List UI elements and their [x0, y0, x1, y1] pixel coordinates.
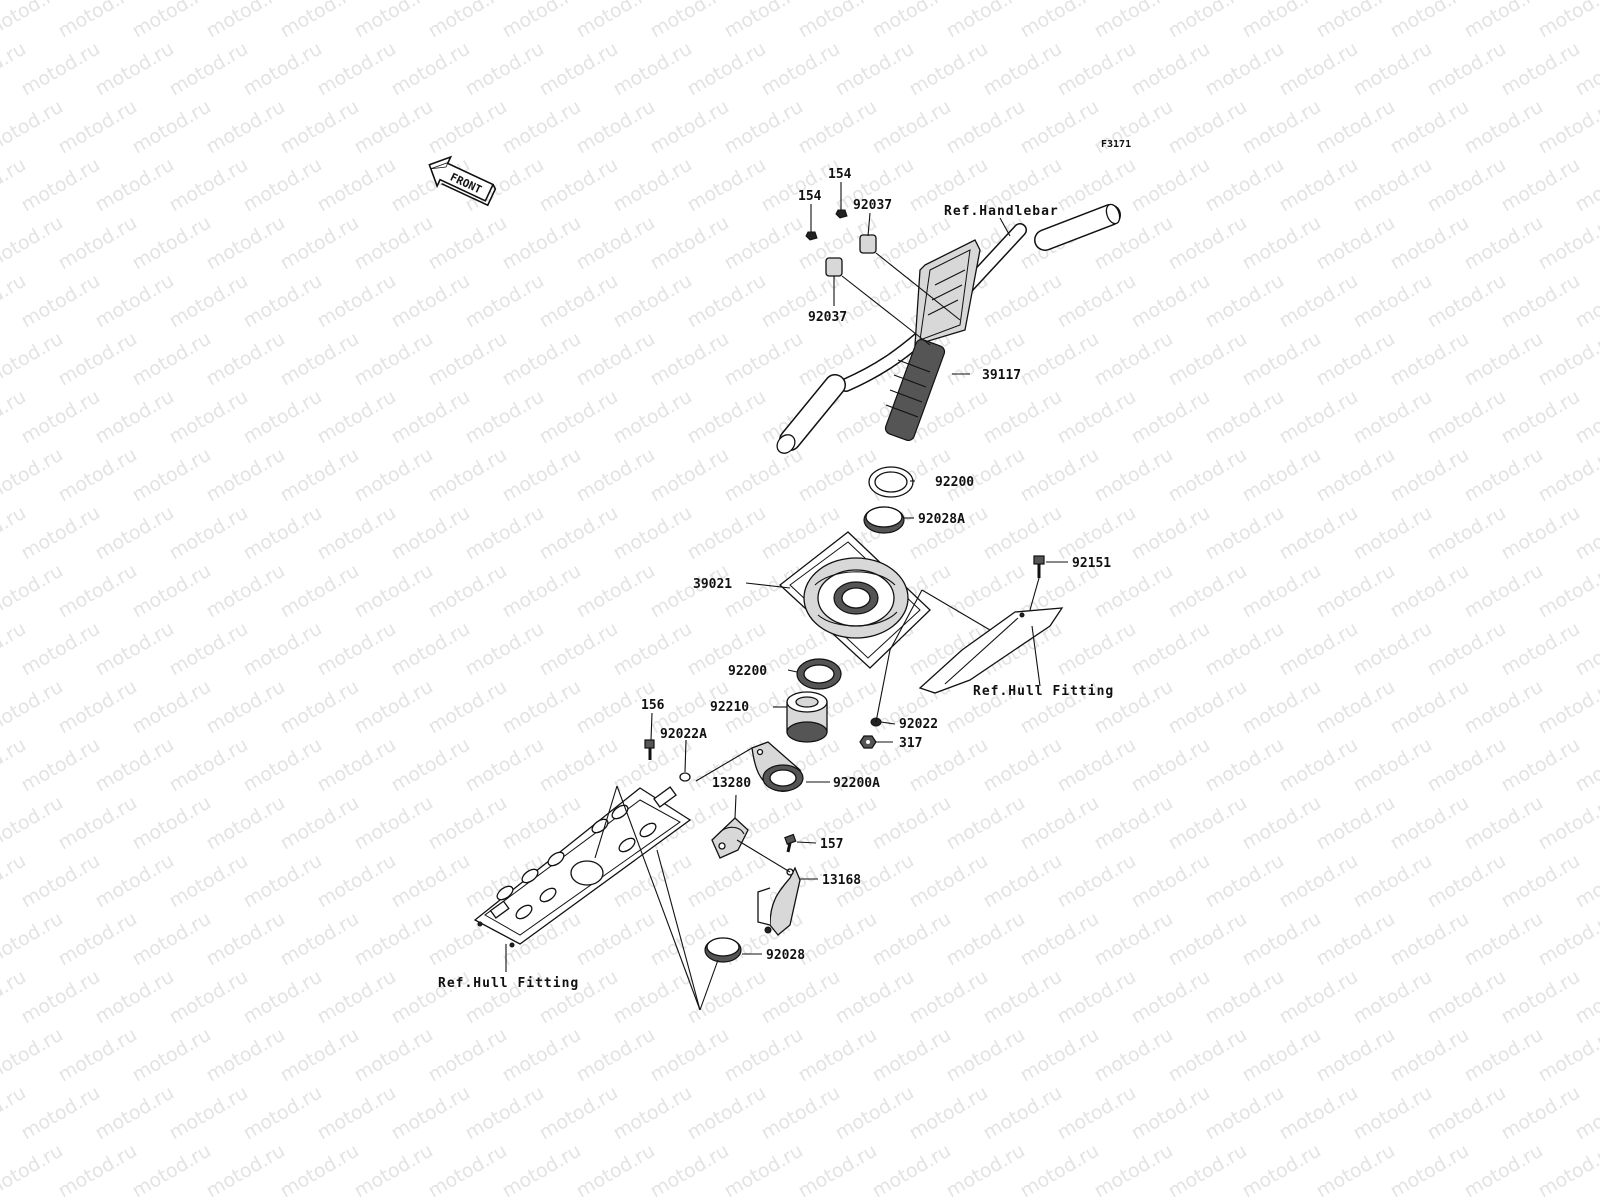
- seal-92200-lower: [796, 658, 842, 690]
- bolt-154-upper: [835, 209, 848, 219]
- figure-code: F3171: [1101, 139, 1131, 150]
- callout-ref-handlebar: Ref.Handlebar: [944, 204, 1059, 219]
- bolt-92151: [1033, 555, 1045, 578]
- hull-fitting-bracket-right: [918, 607, 1064, 694]
- hull-fitting-plate-left: [473, 786, 692, 948]
- callout-92037-b: 92037: [808, 310, 847, 325]
- callout-39021: 39021: [693, 577, 732, 592]
- callout-156: 156: [641, 698, 665, 713]
- callout-ref-hull-fitting-right: Ref.Hull Fitting: [973, 684, 1114, 699]
- callout-317: 317: [899, 736, 922, 751]
- callout-ref-hull-fitting-left: Ref.Hull Fitting: [438, 976, 579, 991]
- bushing-92210: [786, 691, 828, 743]
- bolt-154-lower: [805, 231, 818, 241]
- callout-92200-lower: 92200: [728, 664, 767, 679]
- arm-13280: [711, 817, 749, 859]
- plate-92200A: [751, 741, 804, 792]
- callout-154-b: 154: [798, 189, 822, 204]
- callout-92200A: 92200A: [833, 776, 880, 791]
- callout-92022A: 92022A: [660, 727, 707, 742]
- leader-lines: [505, 182, 1068, 1011]
- bolt-156: [644, 739, 655, 760]
- callout-92151: 92151: [1072, 556, 1111, 571]
- lever-13168: [757, 866, 801, 936]
- callout-13168: 13168: [822, 873, 861, 888]
- callout-92200-upper: 92200: [935, 475, 974, 490]
- seal-92200-upper: [868, 466, 914, 498]
- callout-154-a: 154: [828, 167, 852, 182]
- callout-92028A: 92028A: [918, 512, 965, 527]
- callout-92037-a: 92037: [853, 198, 892, 213]
- front-arrow-icon: FRONT: [428, 155, 497, 207]
- washer-92022A: [679, 772, 691, 782]
- callout-39117: 39117: [982, 368, 1021, 383]
- bolt-157: [784, 833, 797, 853]
- clamp-92037-upper: [859, 234, 877, 254]
- handlebar-part: [776, 203, 1121, 454]
- steering-column-39117: [884, 239, 981, 442]
- boot-plate-39021: [778, 531, 931, 669]
- nut-317: [859, 735, 877, 749]
- callout-labels: 154 154 92037 Ref.Handlebar 92037 39117 …: [438, 167, 1114, 991]
- callout-92210: 92210: [710, 700, 749, 715]
- clamp-92037-lower: [825, 257, 843, 277]
- cap-92028A: [863, 506, 905, 534]
- callout-92022: 92022: [899, 717, 938, 732]
- callout-92028: 92028: [766, 948, 805, 963]
- callout-13280: 13280: [712, 776, 751, 791]
- callout-157: 157: [820, 837, 843, 852]
- cap-92028: [704, 937, 742, 963]
